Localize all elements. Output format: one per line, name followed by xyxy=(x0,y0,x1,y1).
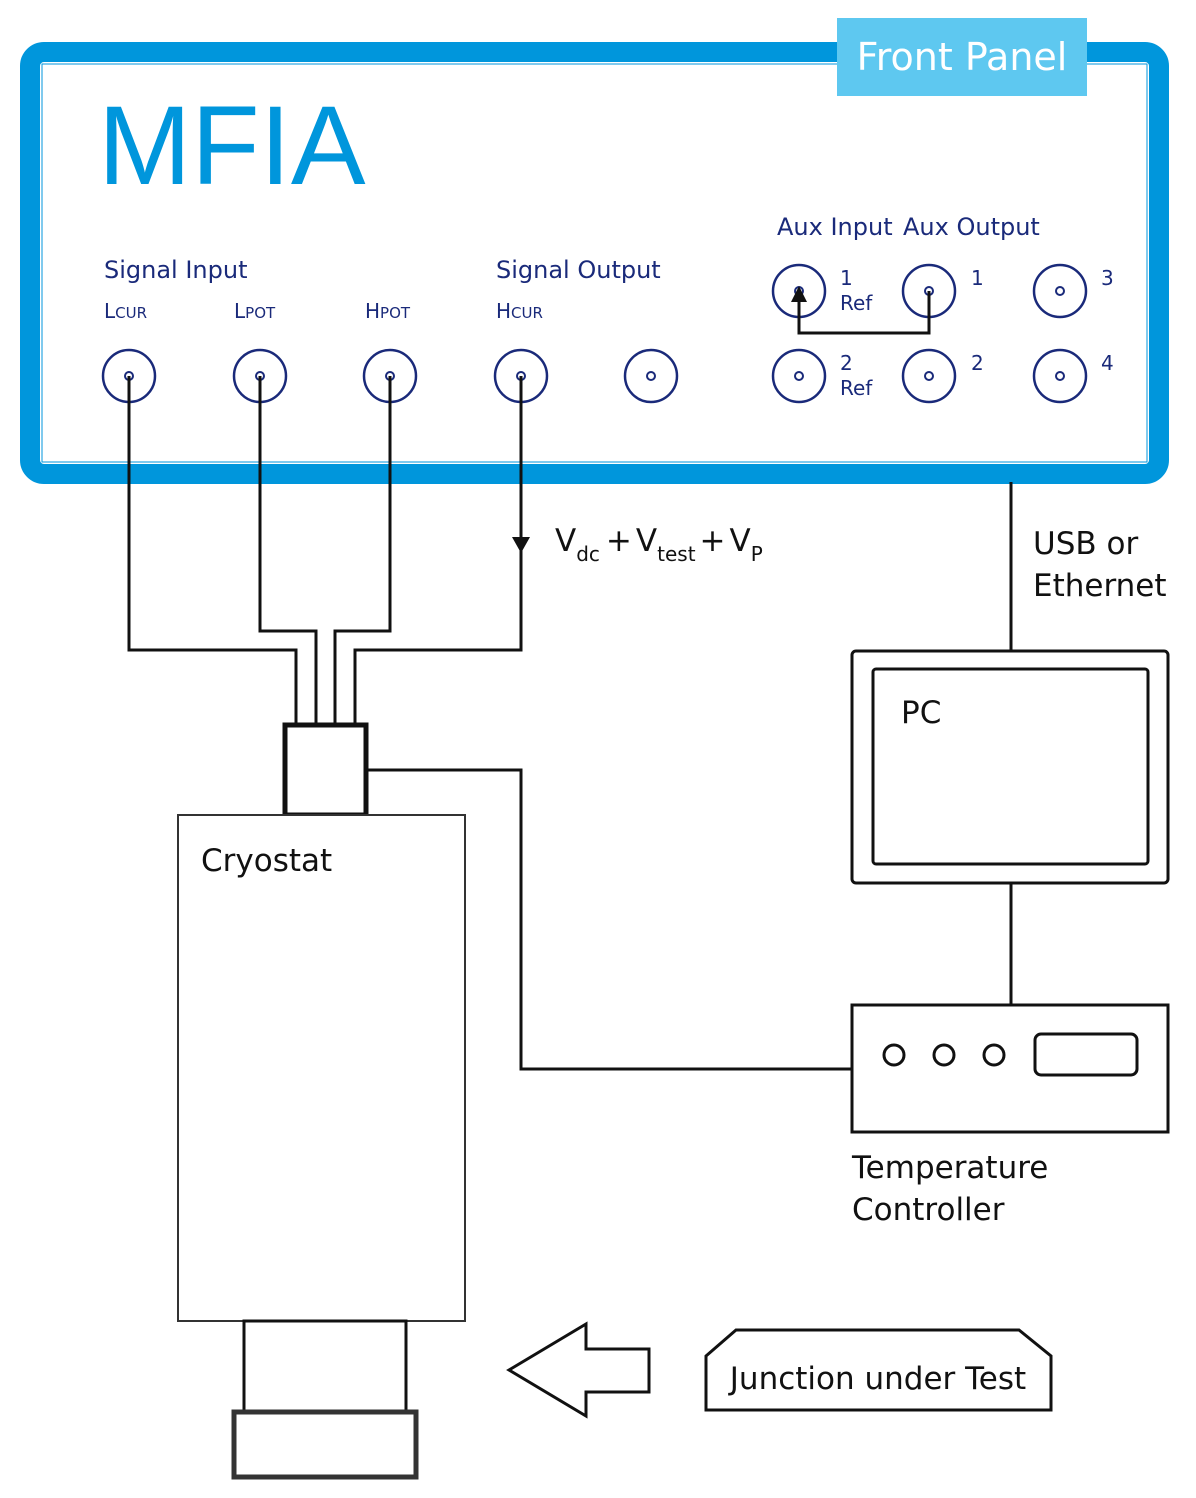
device-name: MFIA xyxy=(98,83,366,208)
signal-input-label: Signal Input xyxy=(104,256,248,284)
aux-output-label: Aux Output xyxy=(903,213,1040,241)
aux-output-4-connector[interactable] xyxy=(1032,348,1088,404)
aux-out-4-number: 4 xyxy=(1101,351,1114,375)
controller-knob-3 xyxy=(982,1043,1006,1067)
signal-formula: Vdc+Vtest+VP xyxy=(555,523,763,566)
controller-knob-1 xyxy=(882,1043,906,1067)
lcur-label: LCUR xyxy=(104,299,147,323)
aux-input-2-connector[interactable] xyxy=(771,348,827,404)
cryostat-base xyxy=(231,1409,419,1480)
junction-label: Junction under Test xyxy=(728,1361,1026,1397)
aux-in-1-ref: Ref xyxy=(840,291,873,315)
aux-out-1-number: 1 xyxy=(971,266,984,290)
aux-output-2-connector[interactable] xyxy=(901,348,957,404)
usb-label-line2: Ethernet xyxy=(1033,568,1167,604)
mfia-front-panel xyxy=(20,42,1169,484)
signal-output-label: Signal Output xyxy=(496,256,661,284)
front-panel-label: Front Panel xyxy=(857,35,1068,79)
aux-out-3-number: 3 xyxy=(1101,266,1114,290)
signal-output-connector[interactable] xyxy=(623,348,679,404)
signal-cables xyxy=(127,376,523,725)
cryostat-controller-cable xyxy=(366,768,852,1071)
cryostat-label: Cryostat xyxy=(201,843,332,879)
aux-input-label: Aux Input xyxy=(777,213,893,241)
temp-controller-label-line2: Controller xyxy=(852,1192,1005,1228)
aux-loop-wire xyxy=(791,286,931,335)
front-panel-tab: Front Panel xyxy=(837,18,1087,96)
pc-label: PC xyxy=(901,695,941,731)
hpot-label: HPOT xyxy=(365,299,411,323)
cryostat-top-connector xyxy=(282,722,369,818)
temp-controller-label-line1: Temperature xyxy=(851,1150,1048,1186)
aux-out-2-number: 2 xyxy=(971,351,984,375)
pc-monitor xyxy=(850,649,1170,885)
junction-box xyxy=(704,1328,1053,1412)
temperature-controller xyxy=(850,1003,1170,1134)
aux-in-1-number: 1 xyxy=(840,266,853,290)
aux-in-2-ref: Ref xyxy=(840,376,873,400)
hcur-label: HCUR xyxy=(496,299,543,323)
aux-output-3-connector[interactable] xyxy=(1032,263,1088,319)
usb-label-line1: USB or xyxy=(1033,526,1138,562)
controller-knob-2 xyxy=(932,1043,956,1067)
controller-display xyxy=(1033,1032,1139,1077)
cryostat-body xyxy=(177,814,466,1322)
aux-in-2-number: 2 xyxy=(840,351,853,375)
cryostat-sample-holder xyxy=(242,1319,408,1414)
lpot-label: LPOT xyxy=(234,299,276,323)
hcur-arrow xyxy=(512,537,530,553)
insert-arrow-icon xyxy=(506,1321,651,1419)
